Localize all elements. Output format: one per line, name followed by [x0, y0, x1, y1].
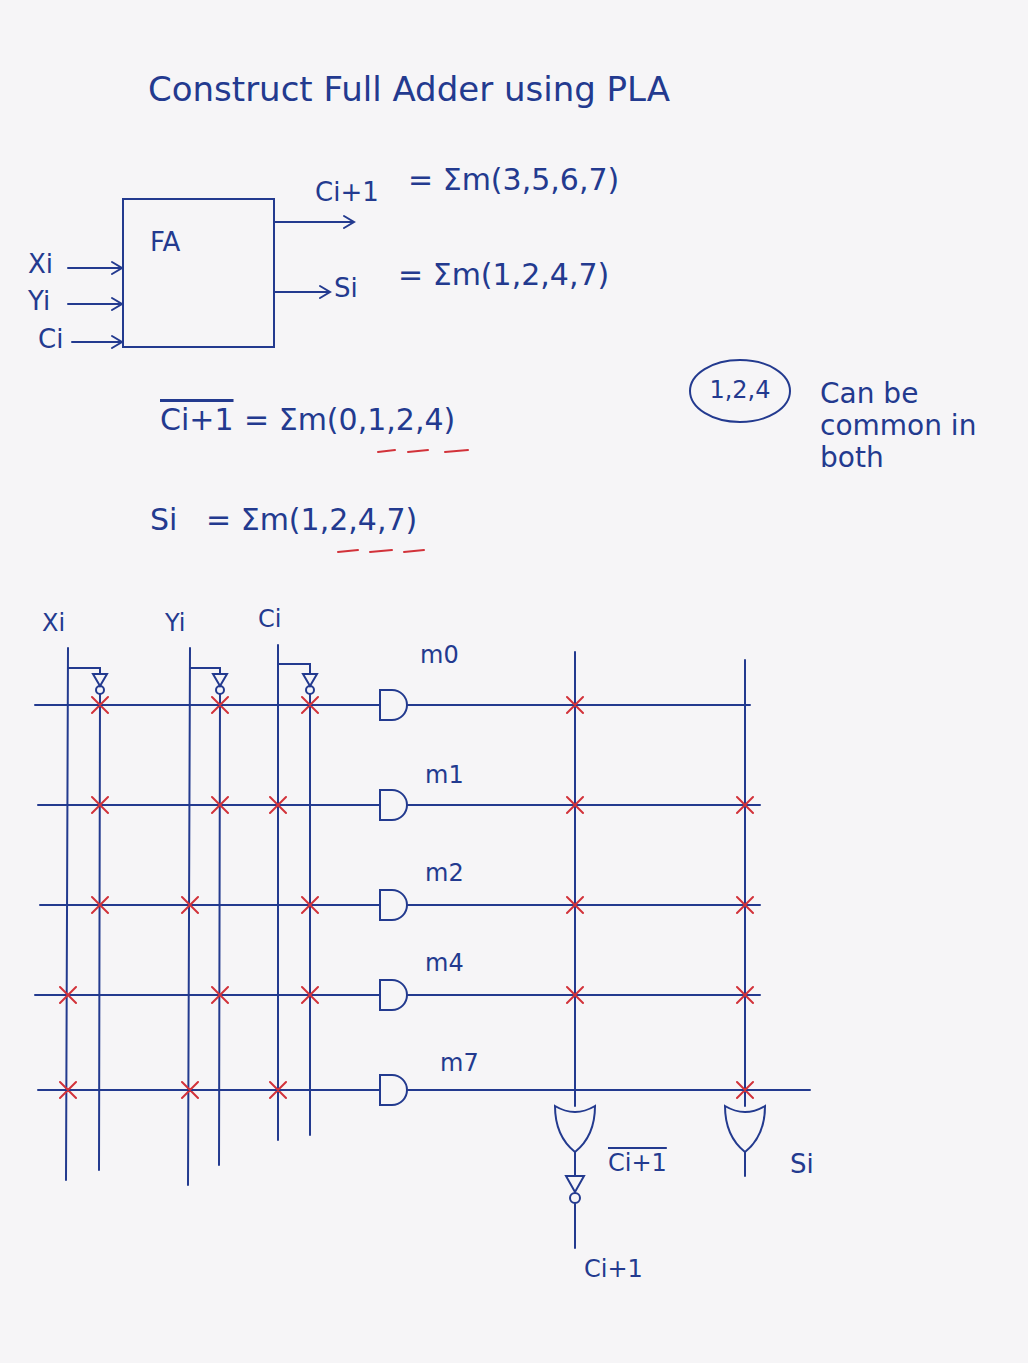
product-term-name: m0 [420, 642, 459, 670]
block-name: FA [150, 228, 273, 258]
signal-name: Ci+1 [160, 403, 234, 438]
and-gate [380, 690, 407, 720]
page-title: Construct Full Adder using PLA [148, 70, 670, 109]
input-arrow [68, 298, 122, 310]
input-name: Yi [28, 287, 50, 317]
inverter-bubble [306, 686, 314, 694]
sum-arrow [275, 286, 330, 298]
inverter-bubble [96, 686, 104, 694]
product-term-name: m2 [425, 860, 464, 888]
signal-name: Si [334, 274, 358, 304]
input-name: Xi [28, 250, 53, 280]
input-name: Xi [42, 610, 65, 638]
and-gate [380, 1075, 407, 1105]
and-output-line [407, 705, 810, 1090]
or-connection-cross [567, 697, 753, 1098]
and-gate [380, 890, 407, 920]
input-arrow [72, 336, 122, 348]
product-term-name: m7 [440, 1050, 479, 1078]
carry-arrow [275, 216, 354, 228]
product-line [35, 705, 380, 1090]
product-term-name: m4 [425, 950, 464, 978]
true-input-line [66, 645, 278, 1185]
inverter-symbol [93, 674, 317, 686]
inverter-bubble [216, 686, 224, 694]
input-arrow [68, 262, 122, 274]
minterm-expression: = Σm(1,2,4,7) [206, 503, 417, 538]
complement-input-line [99, 694, 310, 1170]
input-name: Ci [258, 606, 281, 634]
minterm-expression: = Σm(3,5,6,7) [408, 163, 619, 198]
and-gate [380, 790, 407, 820]
note: Can be common in both [820, 378, 1010, 475]
or-input-line [575, 652, 745, 1106]
minterm-expression: = Σm(0,1,2,4) [244, 403, 455, 438]
product-term-name: m1 [425, 762, 464, 790]
output-name: Ci+1 [608, 1150, 667, 1178]
signal-name: Si [150, 503, 177, 538]
or-gate [725, 1106, 765, 1152]
block-box: FA [122, 198, 275, 348]
input-name: Ci [38, 325, 63, 355]
or-gate [555, 1106, 595, 1152]
circled-note: 1,2,4 [688, 358, 792, 424]
output-name: Ci+1 [584, 1256, 643, 1284]
note-outline-ellipse [690, 360, 790, 422]
and-gate [380, 980, 407, 1010]
minterm-expression: = Σm(1,2,4,7) [398, 258, 609, 293]
input-name: Yi [165, 610, 185, 638]
note-text: 1,2,4 [709, 377, 770, 405]
output-name: Si [790, 1150, 814, 1180]
inverter-branch [68, 664, 310, 674]
and-connection-cross [60, 697, 318, 1098]
signal-name: Ci+1 [315, 178, 379, 208]
inverter-bubble [570, 1193, 580, 1203]
